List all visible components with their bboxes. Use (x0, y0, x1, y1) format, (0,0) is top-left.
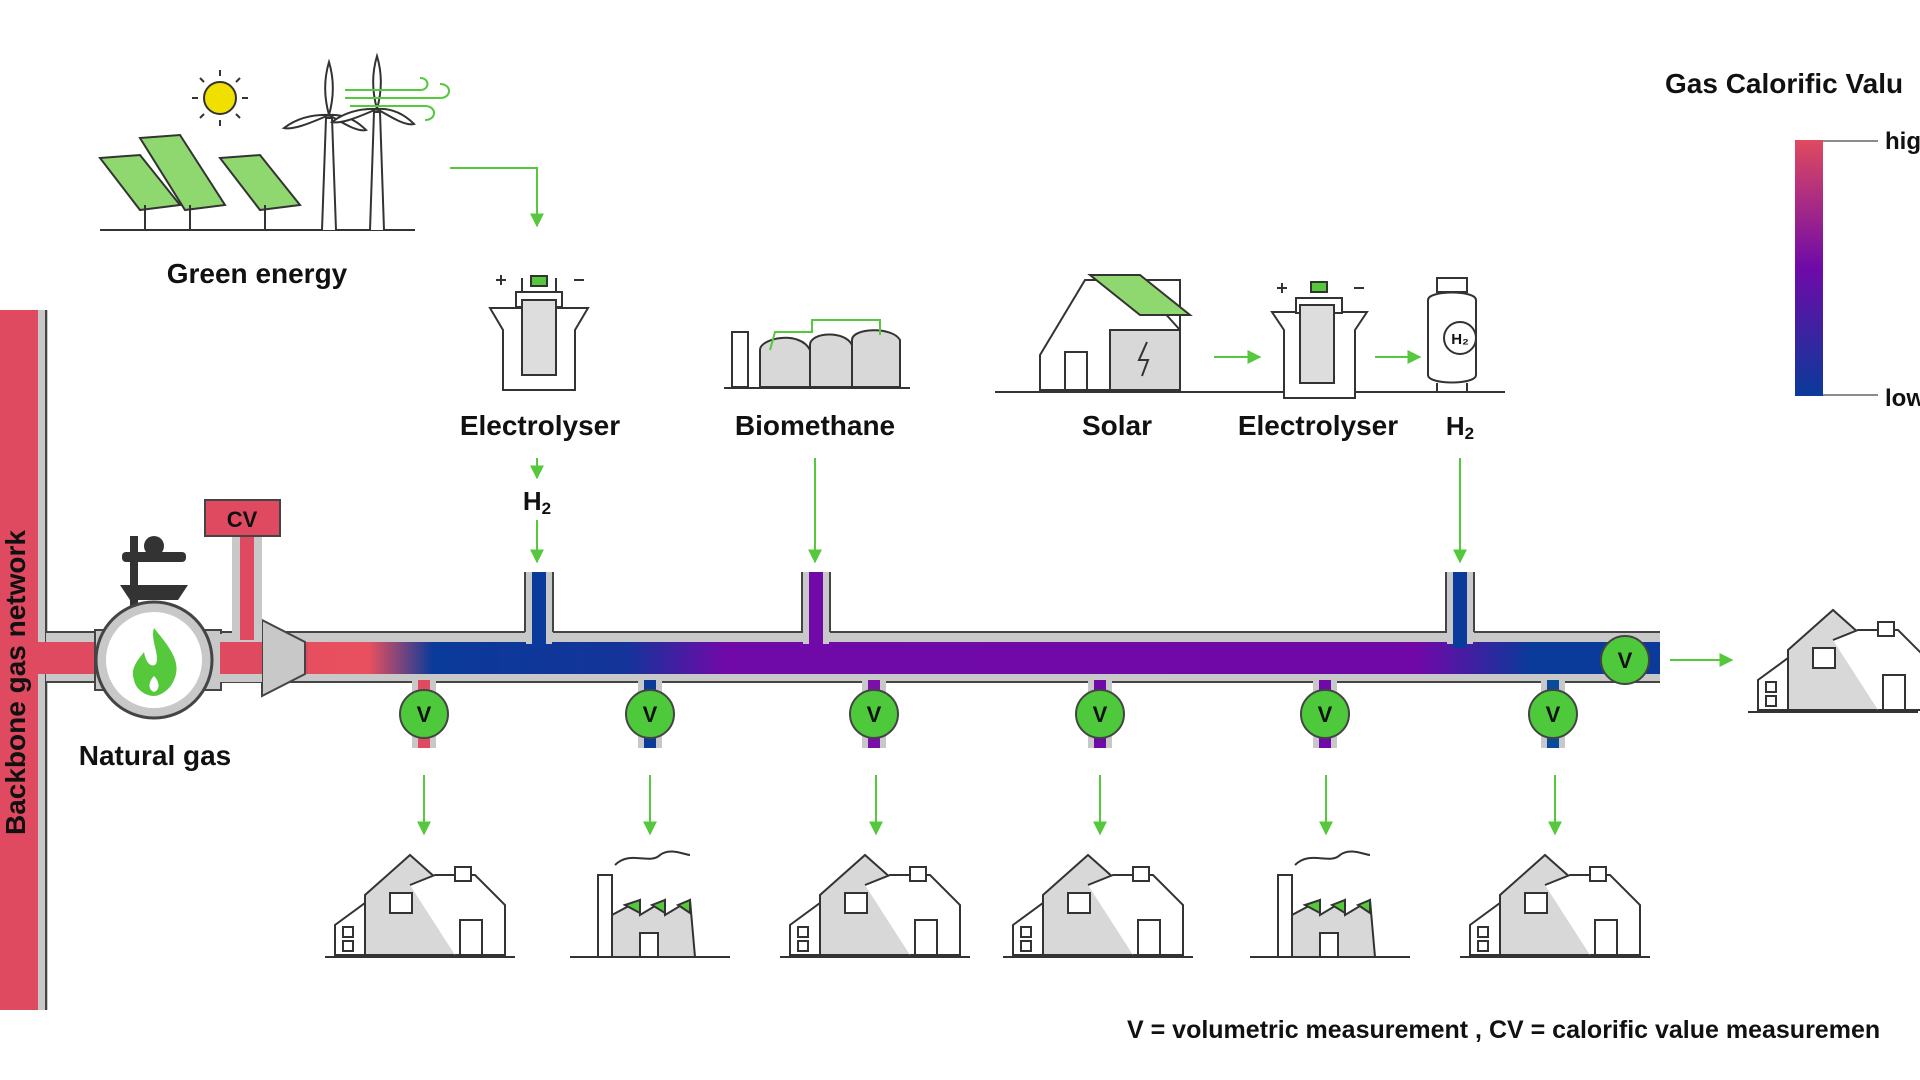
flow-arrows (417, 167, 1734, 836)
meter-4 (1075, 689, 1125, 739)
h2-1-main: H (523, 486, 542, 516)
legend-low-label: low (1885, 385, 1920, 412)
meter-6 (1528, 689, 1578, 739)
electrolyser-2-icon (1270, 281, 1369, 399)
electrolyser-icon (488, 275, 590, 391)
house-icon-3 (1003, 853, 1193, 958)
legend-title: Gas Calorific Valu (1665, 68, 1903, 99)
h2-2-main: H (1446, 411, 1465, 441)
wind-turbine-icon (281, 52, 416, 231)
natural-gas-valve (94, 536, 222, 720)
meter-3 (849, 689, 899, 739)
h2-tank-text: H₂ (1451, 331, 1469, 348)
meter-5 (1300, 689, 1350, 739)
wind-icon (345, 77, 450, 121)
meter-outlet (1600, 635, 1650, 685)
injection-stub-h2 (1445, 572, 1660, 648)
h2-tank-icon (1427, 277, 1477, 392)
house-icon-1 (325, 853, 515, 958)
meter-6-label: V (1546, 702, 1561, 727)
meter-5-label: V (1318, 702, 1333, 727)
house-icon-outlet (1748, 608, 1920, 713)
cv-sensor (204, 499, 281, 640)
solar-label: Solar (1082, 410, 1152, 441)
legend-gradient-bar (1795, 140, 1823, 396)
meter-2 (625, 689, 675, 739)
meter-4-label: V (1093, 702, 1108, 727)
house-icon-2 (780, 853, 970, 958)
sun-icon (192, 70, 248, 126)
house-icon-4 (1460, 853, 1650, 958)
flame-icon (132, 628, 177, 696)
injection-stub-electrolyser (524, 572, 805, 648)
injection-stub-biomethane (801, 572, 1448, 648)
meter-1 (399, 689, 449, 739)
h2-1-label: H2 (523, 486, 551, 518)
main-pipe (38, 631, 1660, 683)
cv-label: CV (227, 507, 258, 532)
meter-2-label: V (643, 702, 658, 727)
factory-icon-1 (570, 850, 730, 958)
solar-house-icon (995, 274, 1505, 393)
solar-panels-icon (98, 133, 415, 231)
natural-gas-label: Natural gas (79, 740, 232, 771)
h2-1-sub: 2 (542, 499, 551, 518)
electrolyser-1-label: Electrolyser (460, 410, 620, 441)
electrolyser-2-label: Electrolyser (1238, 410, 1398, 441)
meter-3-label: V (867, 702, 882, 727)
footnote: V = volumetric measurement , CV = calori… (1127, 1016, 1880, 1044)
legend-high-label: hig (1885, 128, 1920, 155)
biomethane-pipe-icon (769, 319, 881, 351)
meter-1-label: V (417, 702, 432, 727)
meter-outlet-label: V (1618, 648, 1633, 673)
biomethane-plant-icon (724, 329, 910, 389)
h2-2-label: H2 (1446, 411, 1474, 443)
factory-icon-2 (1250, 850, 1410, 958)
h2-2-sub: 2 (1465, 424, 1474, 443)
green-energy-label: Green energy (167, 258, 348, 289)
biomethane-label: Biomethane (735, 410, 895, 441)
backbone-label: Backbone gas network (0, 530, 31, 835)
